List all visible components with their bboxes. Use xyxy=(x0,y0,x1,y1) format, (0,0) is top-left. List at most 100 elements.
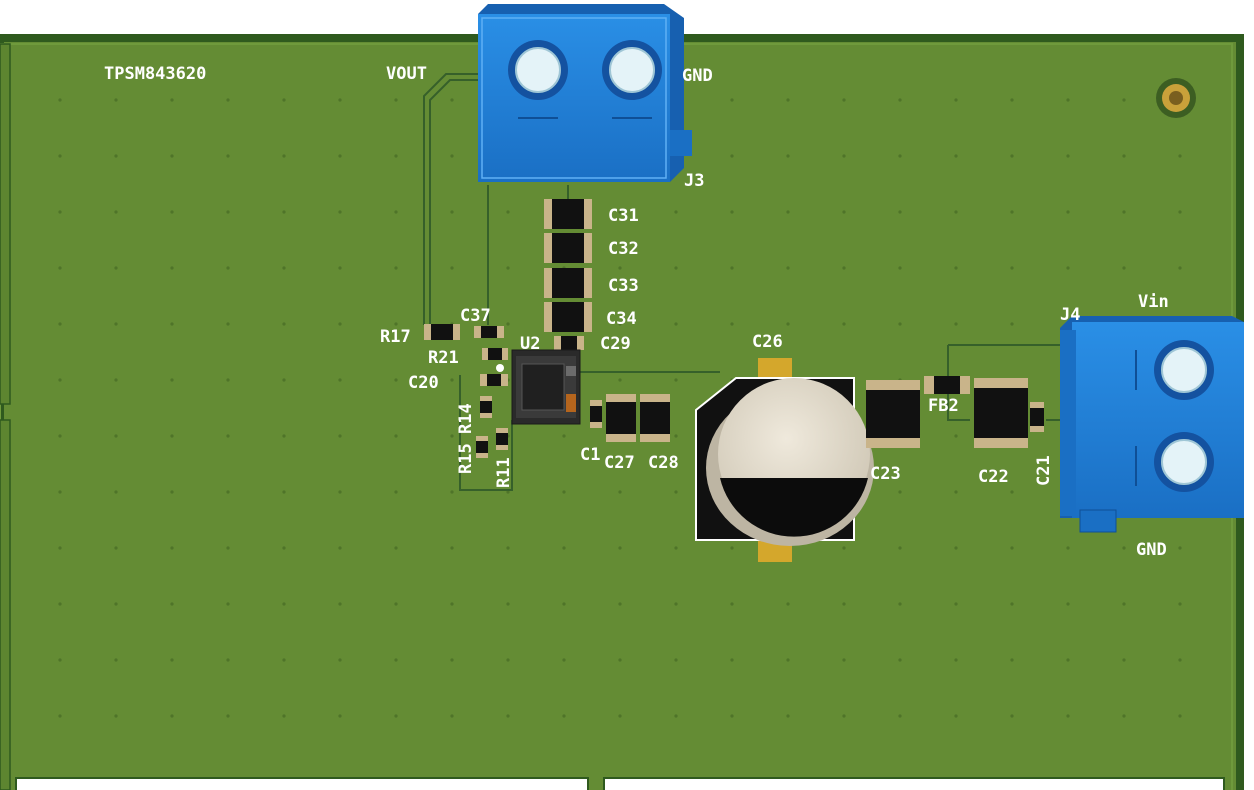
via-dot xyxy=(282,322,286,326)
via-dot xyxy=(338,210,342,214)
via-dot xyxy=(618,658,622,662)
via-dot xyxy=(1178,602,1182,606)
via-dot xyxy=(394,154,398,158)
via-dot xyxy=(282,546,286,550)
via-dot xyxy=(954,266,958,270)
board-left-strip-lower xyxy=(0,419,11,790)
ic-u2 xyxy=(511,349,581,425)
via-dot xyxy=(898,266,902,270)
via-dot xyxy=(674,602,678,606)
via-dot xyxy=(114,210,118,214)
resistor-r17 xyxy=(424,324,460,340)
via-dot xyxy=(450,210,454,214)
c27-label: C27 xyxy=(604,453,635,473)
fb2-label: FB2 xyxy=(928,396,959,416)
via-dot xyxy=(1178,546,1182,550)
via-dot xyxy=(842,658,846,662)
via-dot xyxy=(338,322,342,326)
via-dot xyxy=(954,322,958,326)
via-dot xyxy=(898,322,902,326)
via-dot xyxy=(1066,714,1070,718)
via-dot xyxy=(282,210,286,214)
j3-gnd-label: GND xyxy=(682,66,713,86)
copper-traces xyxy=(423,73,1062,491)
cap-c33 xyxy=(544,268,592,298)
via-dot xyxy=(282,154,286,158)
via-dot xyxy=(618,714,622,718)
via-dot xyxy=(898,154,902,158)
via-dot xyxy=(1178,266,1182,270)
via-dot xyxy=(282,490,286,494)
via-dot xyxy=(394,546,398,550)
via-dot xyxy=(562,434,566,438)
via-dot xyxy=(226,154,230,158)
via-dot xyxy=(730,658,734,662)
via-dot xyxy=(226,210,230,214)
via-dot xyxy=(674,322,678,326)
via-dot xyxy=(730,98,734,102)
via-dot xyxy=(1010,154,1014,158)
via-dot xyxy=(674,546,678,550)
bottom-panel-left xyxy=(15,777,589,790)
via-dot xyxy=(562,490,566,494)
resistor-r21 xyxy=(482,348,508,360)
via-dot xyxy=(1066,266,1070,270)
c32-label: C32 xyxy=(608,239,639,259)
via-dot xyxy=(842,266,846,270)
via-dot xyxy=(394,658,398,662)
via-dot xyxy=(1010,322,1014,326)
via-dot xyxy=(954,210,958,214)
via-dot xyxy=(170,714,174,718)
j3-ref-label: J3 xyxy=(684,171,704,191)
board-left-strip xyxy=(0,43,11,405)
via-dot xyxy=(618,490,622,494)
via-dot xyxy=(394,602,398,606)
via-dot xyxy=(786,714,790,718)
via-dot xyxy=(58,658,62,662)
board-title: TPSM843620 xyxy=(104,64,206,84)
r17-label: R17 xyxy=(380,327,411,347)
via-dot xyxy=(898,658,902,662)
mounting-hole-center xyxy=(1169,91,1183,105)
via-dot xyxy=(618,602,622,606)
via-dot xyxy=(842,154,846,158)
via-dot xyxy=(842,602,846,606)
r11-label: R11 xyxy=(494,457,514,488)
via-dot xyxy=(114,658,118,662)
via-dot xyxy=(114,602,118,606)
via-dot xyxy=(842,546,846,550)
via-dot xyxy=(1122,210,1126,214)
cap-c27 xyxy=(606,394,636,442)
via-dot xyxy=(170,210,174,214)
via-dot xyxy=(114,154,118,158)
electrolytic-c26 xyxy=(695,358,874,562)
via-dot xyxy=(1010,602,1014,606)
c29-label: C29 xyxy=(600,334,631,354)
cap-c34 xyxy=(544,302,592,332)
via-dot xyxy=(450,546,454,550)
via-dot xyxy=(226,490,230,494)
via-dot xyxy=(674,434,678,438)
via-dot xyxy=(1010,658,1014,662)
c23-label: C23 xyxy=(870,464,901,484)
via-dot xyxy=(338,98,342,102)
via-dot xyxy=(338,546,342,550)
via-dot xyxy=(786,266,790,270)
via-dot xyxy=(786,154,790,158)
via-dot xyxy=(618,210,622,214)
via-dot xyxy=(1122,658,1126,662)
via-dot xyxy=(226,714,230,718)
via-dot xyxy=(282,658,286,662)
via-dot xyxy=(114,434,118,438)
via-dot xyxy=(1010,546,1014,550)
via-dot xyxy=(506,210,510,214)
pin1-marker xyxy=(496,364,504,372)
via-dot xyxy=(898,546,902,550)
via-dot xyxy=(954,490,958,494)
via-dot xyxy=(1066,546,1070,550)
via-dot xyxy=(170,490,174,494)
via-dot xyxy=(954,714,958,718)
via-dot xyxy=(58,378,62,382)
via-dot xyxy=(450,602,454,606)
via-dot xyxy=(1122,266,1126,270)
